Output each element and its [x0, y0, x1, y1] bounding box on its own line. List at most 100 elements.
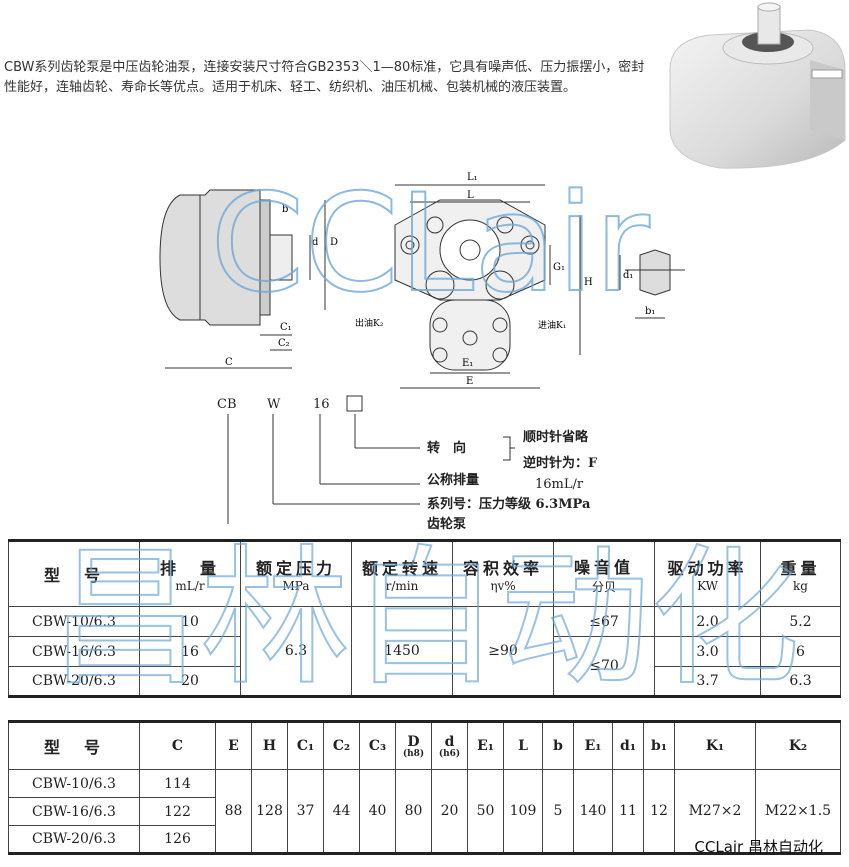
cell-weight: 5.2	[760, 606, 841, 637]
dimensions-header-row: 型 号 C E H C₁ C₂ C₃ D(h8) d(h6) E₁ L b E₁…	[8, 721, 841, 770]
th-dim-C: C	[139, 721, 216, 770]
th-dim-C2: C₂	[323, 721, 360, 770]
cell-noise-2: ≤70	[553, 636, 655, 697]
th-weight-unit: kg	[793, 579, 808, 593]
code-gear-pump: 齿轮泵	[427, 516, 466, 532]
th-dim-K1: K₁	[674, 721, 756, 770]
th-dim-b1: b₁	[643, 721, 675, 770]
cell-noise-1: ≤67	[553, 606, 655, 637]
table-row: CBW-16/6.3 16 ≤70 3.0 6	[8, 636, 841, 697]
label-b1: b₁	[645, 306, 655, 317]
code-displacement-label: 公称排量	[427, 472, 479, 488]
front-view	[394, 184, 581, 389]
cell-efficiency: ≥90	[452, 606, 554, 697]
th-dim-E1b: E₁	[573, 721, 613, 770]
th-dim-E1: E₁	[467, 721, 504, 770]
th-efficiency-label: 容积效率	[462, 559, 543, 578]
cell-dim-K1: M27×2	[674, 769, 756, 854]
code-16: 16	[313, 397, 330, 412]
label-G1: G₁	[553, 262, 565, 273]
cell-dim-C3: 40	[359, 769, 396, 854]
intro-paragraph: CBW系列齿轮泵是中压齿轮油泵，连接安装尺寸符合GB2353＼1—80标准，它具…	[4, 60, 645, 95]
cell-dim-D: 80	[395, 769, 432, 854]
th-power-label: 驱动功率	[667, 559, 748, 578]
cell-dim-b: 5	[542, 769, 574, 854]
cell-model: CBW-16/6.3	[8, 636, 140, 667]
cell-dim-L: 109	[503, 769, 543, 854]
th-weight-label: 重量	[780, 559, 821, 578]
th-displacement-label: 排 量	[159, 559, 220, 578]
cell-dim-d: 20	[431, 769, 468, 854]
code-cb: CB	[217, 397, 237, 412]
cell-displacement: 20	[139, 666, 241, 697]
cell-power: 3.7	[654, 666, 761, 697]
pump-photo	[669, 2, 846, 169]
th-dim-D-sub: (h8)	[402, 748, 425, 759]
th-noise-unit: 分贝	[591, 579, 616, 594]
code-rotation-label: 转 向	[427, 440, 466, 456]
th-dim-D-label: D	[407, 733, 420, 750]
th-dim-d: d(h6)	[431, 721, 468, 770]
th-dim-model-label: 型 号	[43, 738, 104, 757]
cell-displacement: 16	[139, 636, 241, 667]
cell-dim-C: 122	[139, 797, 216, 826]
label-E: E	[466, 376, 473, 387]
th-dim-C3: C₃	[359, 721, 396, 770]
th-dim-b: b	[542, 721, 574, 770]
code-rotation-ccw: 逆时针为：F	[523, 455, 598, 471]
th-dim-E: E	[215, 721, 252, 770]
th-power-unit: KW	[697, 579, 718, 593]
side-view	[159, 189, 326, 369]
model-code-diagram: CB W 16 转 向 顺时针省略 逆时针为：F 公称排量 16mL/r 系列号…	[217, 395, 598, 532]
th-displacement-unit: mL/r	[175, 579, 205, 593]
th-dim-model: 型 号	[8, 721, 140, 770]
th-speed-unit: r/min	[385, 579, 419, 593]
cell-dim-model: CBW-20/6.3	[8, 825, 140, 854]
code-rotation-cw: 顺时针省略	[523, 429, 589, 445]
th-dim-d-label: d	[444, 733, 455, 750]
label-D: D	[330, 237, 338, 248]
th-dim-d-sub: (h6)	[438, 748, 461, 759]
label-d1: d₁	[623, 270, 633, 281]
key-view	[619, 249, 685, 319]
cell-model: CBW-10/6.3	[8, 606, 140, 637]
code-displacement-value: 16mL/r	[535, 477, 584, 492]
th-model: 型 号	[8, 540, 140, 607]
th-dim-C1: C₁	[287, 721, 324, 770]
table-row: CBW-10/6.3 10 6.3 1450 ≥90 ≤67 2.0 5.2	[8, 606, 841, 697]
label-E1: E₁	[462, 358, 473, 369]
code-w: W	[267, 397, 281, 412]
cell-dim-H: 128	[251, 769, 288, 854]
cell-weight: 6.3	[760, 666, 841, 697]
th-pressure-unit: MPa	[282, 579, 310, 593]
cell-power: 2.0	[654, 606, 761, 637]
th-model-label: 型 号	[43, 566, 104, 585]
code-series: 系列号：压力等级 6.3MPa	[427, 496, 591, 512]
cell-displacement: 10	[139, 606, 241, 637]
cell-dim-E1b: 140	[573, 769, 613, 854]
code-rotation-box	[346, 395, 363, 412]
label-H: H	[584, 277, 593, 288]
th-pressure-label: 额定压力	[255, 559, 336, 578]
cell-dim-C: 126	[139, 825, 216, 854]
cell-dim-model: CBW-10/6.3	[8, 769, 140, 798]
label-b: b	[282, 204, 288, 215]
cell-dim-C2: 44	[323, 769, 360, 854]
th-noise-label: 噪音值	[573, 557, 634, 577]
cell-dim-E: 88	[215, 769, 252, 854]
cell-power: 3.0	[654, 636, 761, 667]
th-efficiency-unit: ηv%	[490, 579, 516, 593]
cell-pressure: 6.3	[240, 606, 352, 697]
footer-brand: CCLair 昌林自动化	[694, 838, 823, 856]
th-dim-L: L	[503, 721, 543, 770]
cell-speed: 1450	[351, 606, 453, 697]
table-row: CBW-20/6.3 20 3.7 6.3	[8, 666, 841, 697]
label-inlet: 进油K₁	[538, 319, 566, 331]
